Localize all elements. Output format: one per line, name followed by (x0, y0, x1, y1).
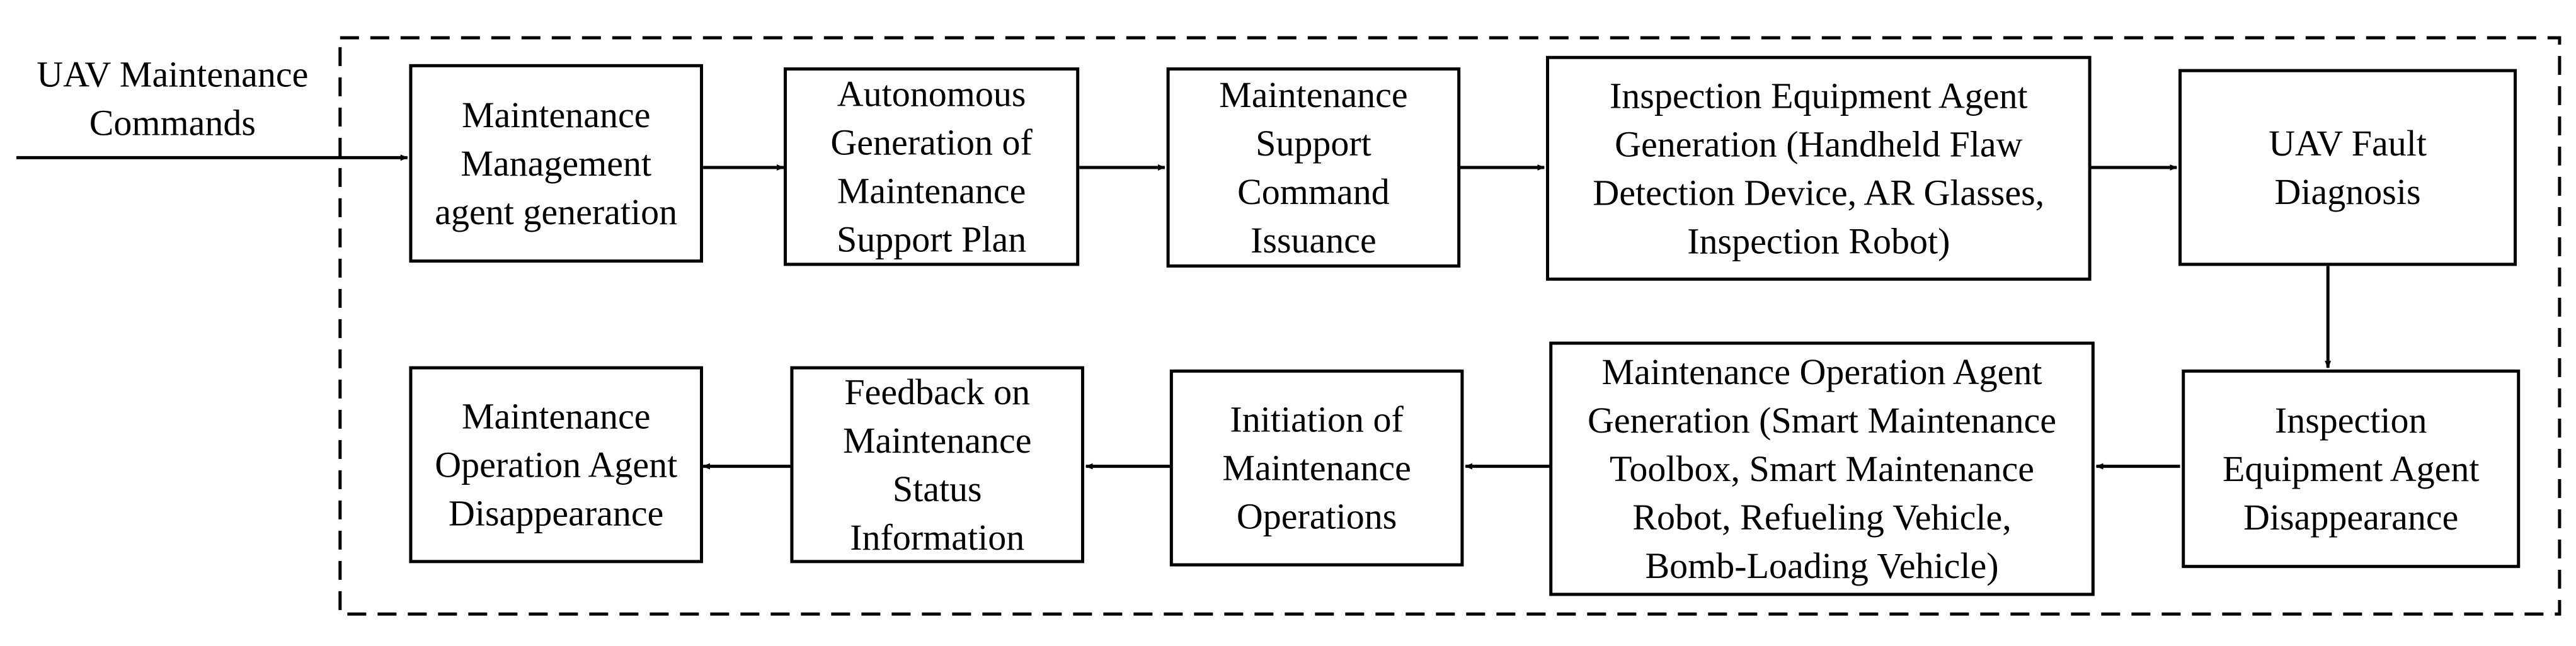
node-box-maintenance-management-agent-generation (409, 64, 704, 263)
node-box-initiation-of-maintenance-operations (1169, 369, 1464, 567)
node-box-maintenance-support-command-issuance (1166, 67, 1461, 268)
node-box-inspection-equipment-agent-generation (1546, 55, 2092, 281)
node-box-inspection-equipment-agent-disappearance (2182, 369, 2521, 569)
node-box-uav-fault-diagnosis (2178, 69, 2517, 266)
node-box-maintenance-operation-agent-generation (1549, 341, 2095, 596)
node-box-autonomous-generation-plan (784, 67, 1080, 266)
node-box-maintenance-operation-agent-disappearance (409, 366, 704, 564)
system-boundary-dashed-frame (338, 36, 2562, 616)
node-box-feedback-on-maintenance-status (790, 366, 1085, 564)
